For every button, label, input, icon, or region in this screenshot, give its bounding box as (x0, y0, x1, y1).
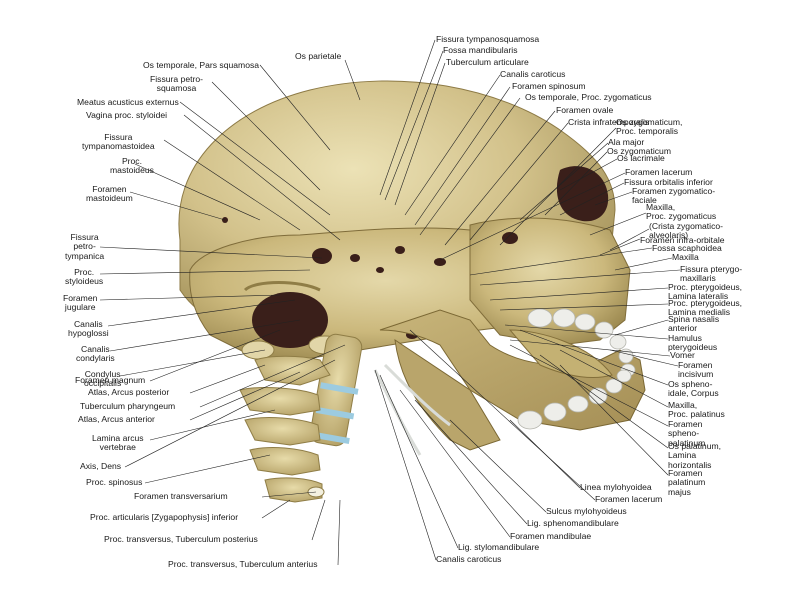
label-spina-nasalis-anterior: Spina nasalis anterior (668, 314, 720, 334)
label-fossa-scaphoidea: Fossa scaphoidea (652, 243, 722, 253)
label-canalis-caroticus-top: Canalis caroticus (500, 69, 566, 79)
label-foramen-lacerum-bottom: Foramen lacerum (595, 494, 663, 504)
orbit (556, 166, 609, 222)
label-hamulus-pterygoideus: Hamulus pterygoideus (668, 333, 718, 353)
label-fissura-tympanosquamosa: Fissura tympanosquamosa (436, 34, 540, 44)
label-canalis-condylaris: Canalis condylaris (76, 344, 115, 364)
label-os-palatinum-lamina-horizontalis: Os palatinum, Lamina horizontalis (668, 441, 722, 470)
label-maxilla-proc-palatinus: Maxilla, Proc. palatinus (668, 400, 725, 420)
label-os-zygomaticum: Os zygomaticum (607, 146, 671, 156)
label-sulcus-mylohyoideus: Sulcus mylohyoideus (546, 506, 627, 516)
label-foramen-zygomaticofaciale: Foramen zygomatico- faciale (632, 186, 716, 206)
label-os-temporale-pars-squamosa: Os temporale, Pars squamosa (143, 60, 260, 70)
label-crista-zygomaticoalveolaris: (Crista zygomatico- alveolaris) (649, 221, 724, 241)
label-foramen-magnum: Foramen magnum (75, 375, 146, 385)
label-lig-stylomandibulare: Lig. stylomandibulare (458, 542, 540, 552)
label-maxilla: Maxilla (672, 252, 699, 262)
label-atlas-arcus-posterior: Atlas, Arcus posterior (88, 387, 170, 397)
label-fissura-pterygomaxillaris: Fissura pterygo- maxillaris (680, 264, 743, 284)
label-os-parietale: Os parietale (295, 51, 342, 61)
label-fissura-petrosquamosa: Fissura petro- squamosa (150, 74, 204, 94)
label-canalis-caroticus-bottom: Canalis caroticus (436, 554, 502, 564)
leader-lines (99, 39, 681, 566)
label-ala-major: Ala major (608, 137, 645, 147)
cervical-spine (239, 333, 363, 503)
label-foramen-transversarium: Foramen transversarium (134, 491, 228, 501)
label-os-zygomaticum-proc-temporalis: Os zygomaticum, Proc. temporalis (616, 117, 683, 137)
label-canalis-hypoglossi: Canalis hypoglossi (68, 319, 109, 339)
label-axis-dens: Axis, Dens (80, 461, 122, 471)
label-vomer: Vomer (670, 350, 695, 360)
foramen-magnum-shape (252, 292, 328, 348)
label-foramen-spinosum: Foramen spinosum (512, 81, 586, 91)
label-os-temporale-proc-zygomaticus: Os temporale, Proc. zygomaticus (525, 92, 652, 102)
label-os-sphenoidale-corpus: Os spheno- idale, Corpus (668, 379, 719, 399)
label-fissura-petrotympanica: Fissura petro- tympanica (65, 232, 105, 261)
label-foramen-infraorbitale: Foramen infra-orbitale (640, 235, 725, 245)
label-maxilla-proc-zygomaticus: Maxilla, Proc. zygomaticus (646, 202, 717, 222)
label-fissura-orbitalis-inferior: Fissura orbitalis inferior (624, 177, 713, 187)
label-foramen-mastoideum: Foramen mastoideum (86, 184, 133, 204)
label-proc-mastoideus: Proc. mastoideus (110, 156, 154, 176)
label-foramen-jugulare: Foramen jugulare (63, 293, 98, 313)
maxilla (469, 217, 631, 346)
label-foramen-palatinum-majus: Foramen palatinum majus (668, 468, 706, 497)
label-foramen-ovale: Foramen ovale (556, 105, 614, 115)
label-tuberculum-articulare: Tuberculum articulare (446, 57, 529, 67)
label-proc-pterygoideus-lamina-lateralis: Proc. pterygoideus, Lamina lateralis (668, 282, 743, 302)
label-foramen-sphenopalatinum: Foramen spheno- palatinum (668, 419, 706, 448)
label-lamina-arcus-vertebrae: Lamina arcus vertebrae (92, 433, 144, 453)
label-tuberculum-pharyngeum: Tuberculum pharyngeum (80, 401, 176, 411)
label-linea-mylohyoidea: Linea mylohyoidea (580, 482, 652, 492)
label-fissura-tympanomastoidea: Fissura tympanomastoidea (82, 132, 155, 152)
label-proc-styloideus: Proc. styloideus (65, 267, 104, 287)
label-proc-transversus-tuberculum-posterius: Proc. transversus, Tuberculum posterius (104, 534, 258, 544)
label-os-lacrimale: Os lacrimale (617, 153, 665, 163)
label-vagina-proc-styloidei: Vagina proc. styloidei (86, 110, 168, 120)
lower-teeth (517, 369, 632, 430)
label-foramen-lacerum-right: Foramen lacerum (625, 167, 693, 177)
label-atlas-arcus-anterior: Atlas, Arcus anterior (78, 414, 155, 424)
label-lig-sphenomandibulare: Lig. sphenomandibulare (527, 518, 619, 528)
label-proc-articularis-inferior: Proc. articularis [Zygapophysis] inferio… (90, 512, 239, 522)
label-proc-pterygoideus-lamina-medialis: Proc. pterygoideus, Lamina medialis (668, 298, 743, 318)
label-condylus-occipitalis: Condylus occipitalis (84, 369, 122, 389)
label-proc-spinosus: Proc. spinosus (86, 477, 143, 487)
label-proc-transversus-tuberculum-anterius: Proc. transversus, Tuberculum anterius (168, 559, 318, 569)
label-foramen-mandibulae: Foramen mandibulae (510, 531, 592, 541)
label-fossa-mandibularis: Fossa mandibularis (443, 45, 518, 55)
label-foramen-incisivum: Foramen incisivum (678, 360, 714, 380)
label-meatus-acusticus-externus: Meatus acusticus externus (77, 97, 179, 107)
label-crista-infratemporalis: Crista infratemporalis (568, 117, 650, 127)
